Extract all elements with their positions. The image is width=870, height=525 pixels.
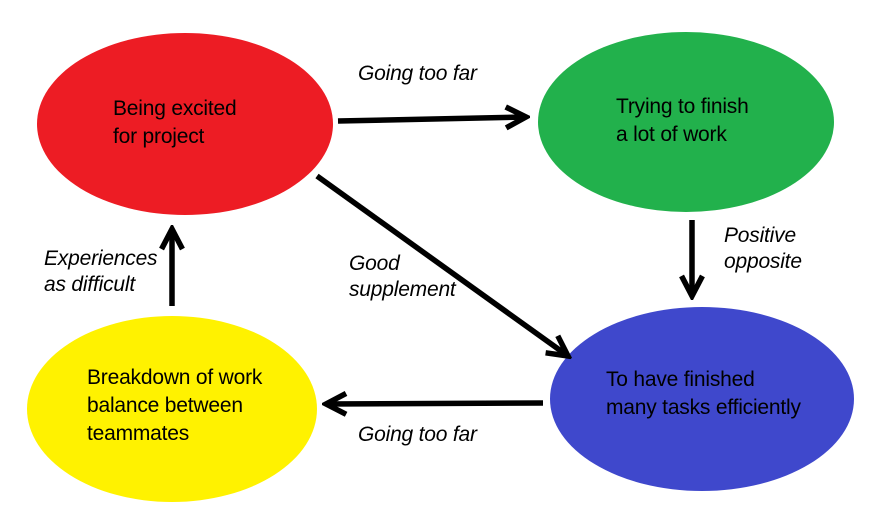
edge-label-good-supplement: Good supplement <box>349 252 456 301</box>
arrow-excited-to-trying <box>337 117 526 121</box>
node-ellipse-breakdown <box>27 316 317 502</box>
edge-label-going-too-far-top: Going too far <box>358 62 477 85</box>
edge-label-going-too-far-bottom: Going too far <box>358 423 477 446</box>
node-ellipse-trying-finish <box>538 32 834 212</box>
node-label-breakdown: Breakdown of work balance between teamma… <box>87 366 263 445</box>
node-ellipse-finished-tasks <box>550 307 854 491</box>
node-label-finished-tasks: To have finished many tasks efficiently <box>606 368 801 419</box>
arrow-excited-to-finished <box>315 173 568 356</box>
edge-label-positive-opposite: Positive opposite <box>724 224 802 273</box>
node-label-trying-finish: Trying to finish a lot of work <box>616 95 749 146</box>
arrow-finished-to-breakdown <box>326 403 544 404</box>
edge-label-experiences-as-difficult: Experiences as difficult <box>44 247 158 296</box>
node-label-being-excited: Being excited for project <box>113 97 237 148</box>
node-ellipse-being-excited <box>37 33 333 215</box>
